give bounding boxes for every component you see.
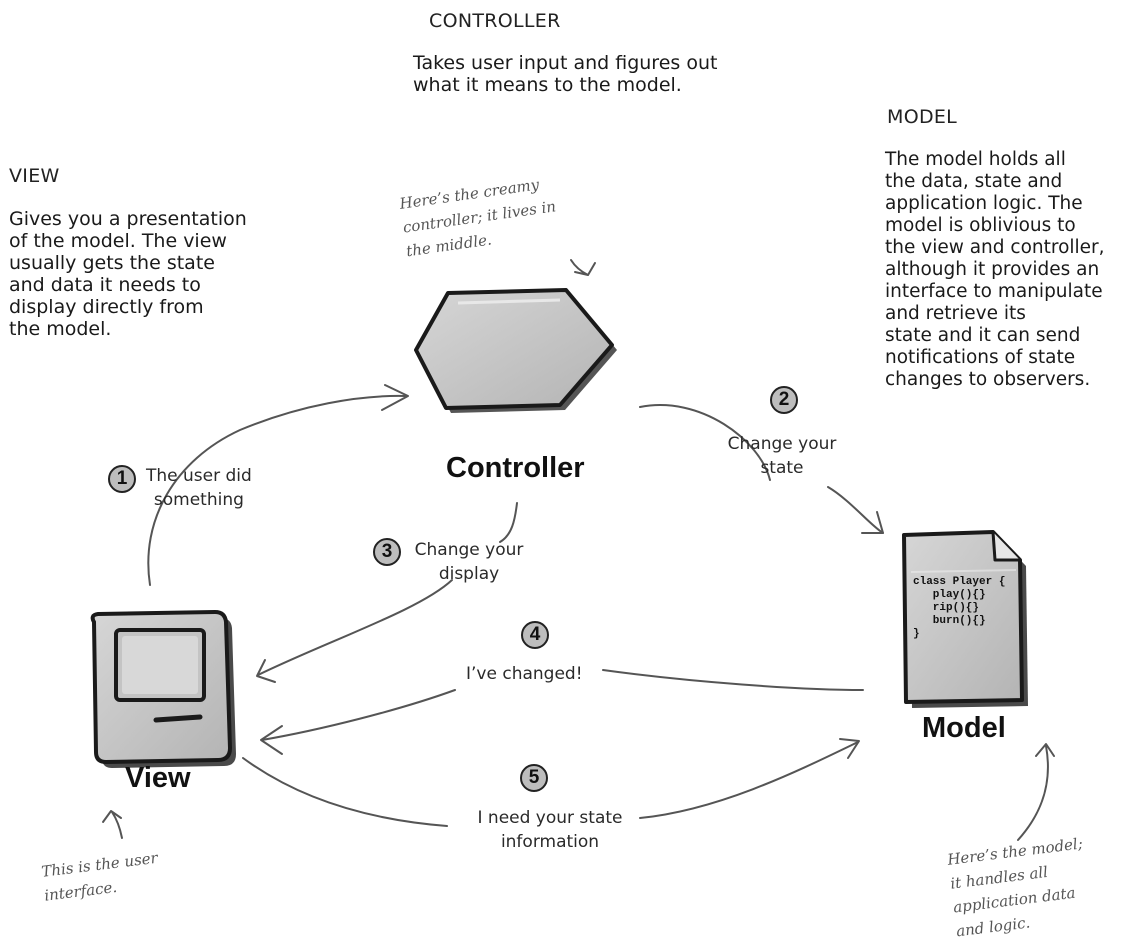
arrow-change-display	[499, 502, 518, 543]
controller-shape	[414, 288, 617, 413]
arrow-user-action	[147, 394, 406, 586]
model-note: Here’s the model; it handles all applica…	[946, 834, 1084, 941]
step-2-badge: 2	[770, 386, 798, 414]
model-document-shape	[902, 530, 1028, 708]
arrow-state-changed	[602, 669, 864, 691]
step-1-badge: 1	[108, 465, 136, 493]
arrow-change-state	[639, 404, 771, 481]
controller-note-pointer	[570, 259, 596, 276]
model-heading: MODEL	[887, 106, 958, 128]
step-1-label: The user did something	[146, 466, 252, 510]
step-5-badge: 5	[520, 764, 548, 792]
model-label: Model	[922, 712, 1006, 744]
controller-description: Takes user input and figures out what it…	[413, 52, 718, 96]
step-2-label: Change your state	[727, 434, 837, 478]
step-5-label: I need your state information	[477, 808, 623, 852]
step-3-label: Change your display	[414, 540, 524, 584]
view-label: View	[125, 762, 191, 794]
view-note-pointer	[102, 810, 123, 839]
model-description: The model holds all the data, state and …	[885, 149, 1105, 390]
model-note-pointer	[1017, 743, 1055, 841]
view-computer-shape	[90, 609, 237, 768]
step-4-label: I’ve changed!	[466, 664, 583, 684]
controller-heading: CONTROLLER	[429, 10, 561, 32]
controller-label: Controller	[446, 452, 585, 484]
step-3-badge: 3	[373, 538, 401, 566]
view-heading: VIEW	[9, 165, 60, 187]
step-4-badge: 4	[521, 621, 549, 649]
arrow-request-state	[242, 757, 448, 827]
view-description: Gives you a presentation of the model. T…	[9, 208, 247, 340]
model-code: class Player { play(){} rip(){} burn(){}…	[913, 576, 1006, 640]
